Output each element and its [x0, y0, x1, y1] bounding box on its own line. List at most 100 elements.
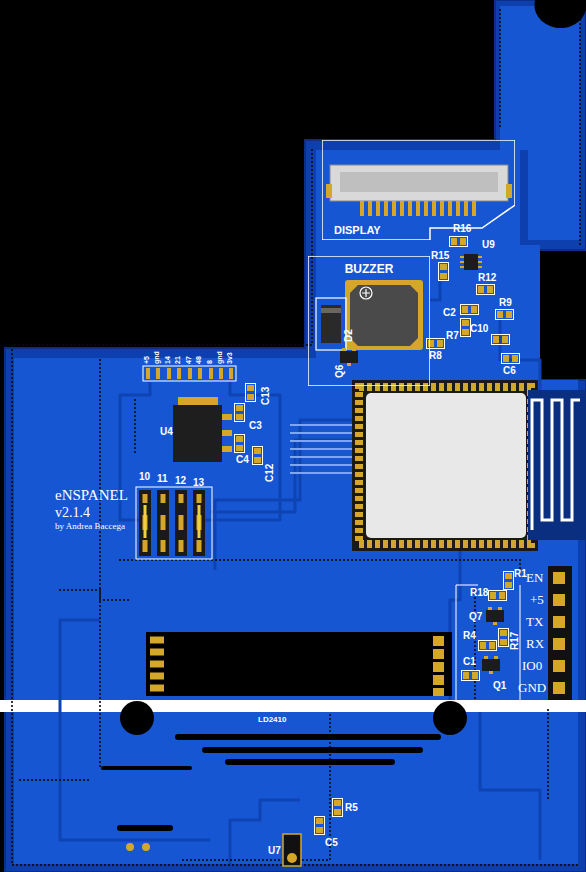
part-designator: R9 — [499, 298, 512, 308]
radar-module — [146, 632, 452, 696]
part-designator: Q1 — [493, 681, 506, 691]
part-designator: R12 — [478, 273, 496, 283]
board — [14, 150, 578, 864]
via-row — [579, 20, 581, 245]
area-outline — [308, 256, 430, 386]
resistor-footprint — [235, 435, 245, 453]
pin-label: GND — [518, 681, 546, 694]
diode-symbol — [316, 298, 346, 350]
pin-label: IO0 — [522, 659, 542, 672]
resistor-footprint — [315, 817, 325, 835]
area-title: DISPLAY — [334, 224, 381, 236]
resistor-footprint — [246, 384, 256, 402]
jumper-header — [145, 505, 199, 538]
resistor-footprint — [496, 310, 514, 320]
via-row — [474, 590, 476, 700]
resistor-footprint — [461, 305, 479, 315]
board-slot — [178, 734, 438, 740]
radar-module — [433, 688, 444, 696]
radar-module — [433, 649, 444, 659]
part-designator: R17 — [510, 632, 520, 650]
pin-label: gnd — [216, 351, 223, 364]
transistor-symbol — [340, 348, 358, 366]
resistor-footprint — [427, 339, 445, 349]
part-designator: U9 — [482, 240, 495, 250]
radar-module — [146, 632, 452, 696]
pin-label: gnd — [153, 351, 160, 364]
display-connector — [330, 165, 508, 201]
part-designator: R7 — [446, 331, 459, 341]
copper-trace — [500, 320, 540, 390]
resistor-footprint — [477, 285, 495, 295]
part-designator: U7 — [268, 846, 281, 856]
copper-trace — [430, 280, 440, 300]
part-designator: C2 — [443, 308, 456, 318]
pin-label: 48 — [195, 356, 202, 364]
via-row — [134, 400, 136, 455]
part-designator: C1 — [463, 657, 476, 667]
display-connector — [362, 201, 474, 216]
pin-label: 21 — [174, 356, 181, 364]
esp32-module — [359, 387, 531, 544]
part-designator: C12 — [265, 464, 275, 482]
via-row — [12, 150, 580, 865]
resistor-footprint — [461, 319, 471, 337]
mounting-hole — [120, 701, 467, 735]
serial-header — [553, 660, 565, 672]
voltage-regulator — [178, 397, 218, 406]
part-designator: R15 — [431, 251, 449, 261]
jumper-number: 10 — [139, 472, 150, 482]
pin-label: TX — [526, 615, 543, 628]
board-slot — [103, 737, 438, 828]
part-designator: R5 — [345, 803, 358, 813]
via-row — [499, 10, 501, 130]
transistor-symbol — [482, 656, 500, 674]
serial-header — [548, 566, 572, 700]
pin-label: +5 — [143, 356, 150, 364]
diode-symbol — [321, 305, 341, 343]
pin-label: +5 — [530, 593, 544, 606]
buzzer-symbol — [360, 287, 372, 299]
part-designator: D2 — [344, 329, 354, 342]
serial-header — [548, 566, 572, 700]
esp32-module — [352, 380, 586, 551]
via-row — [60, 590, 100, 770]
pin-label: 3v3 — [226, 352, 233, 364]
author-note: by Andrea Baccega — [55, 522, 125, 531]
test-pad — [126, 843, 150, 851]
pin-header — [143, 366, 236, 381]
buzzer-symbol — [350, 285, 418, 346]
part-designator: C10 — [470, 324, 488, 334]
copper-trace — [60, 280, 540, 865]
copper-trace — [215, 420, 355, 570]
board — [0, 700, 586, 712]
board-slot — [205, 747, 420, 753]
via-row — [12, 10, 580, 865]
board-version: v2.1.4 — [55, 506, 90, 520]
jumper-number: 13 — [193, 478, 204, 488]
area-title: BUZZER — [345, 262, 394, 276]
serial-header — [553, 682, 565, 694]
transistor-symbol — [482, 607, 504, 674]
serial-header — [553, 616, 565, 628]
radar-module — [433, 675, 444, 685]
area-outline — [322, 140, 515, 240]
light-sensor — [283, 834, 301, 866]
board-slot — [228, 759, 392, 765]
voltage-regulator — [173, 397, 232, 462]
display-connector — [326, 184, 332, 198]
pin-label: RX — [526, 637, 544, 650]
via-row — [547, 710, 549, 800]
resistor-footprint — [489, 591, 507, 601]
transistor-symbol — [486, 607, 504, 625]
esp32-module — [528, 390, 586, 540]
copper-trace — [230, 800, 300, 865]
part-designator: R8 — [429, 351, 442, 361]
resistor-footprint — [499, 629, 509, 647]
jumper-header — [136, 487, 212, 559]
part-designator: C5 — [325, 838, 338, 848]
display-area: DISPLAY — [322, 140, 515, 240]
display-connector — [326, 165, 512, 216]
pin-header — [143, 366, 236, 381]
